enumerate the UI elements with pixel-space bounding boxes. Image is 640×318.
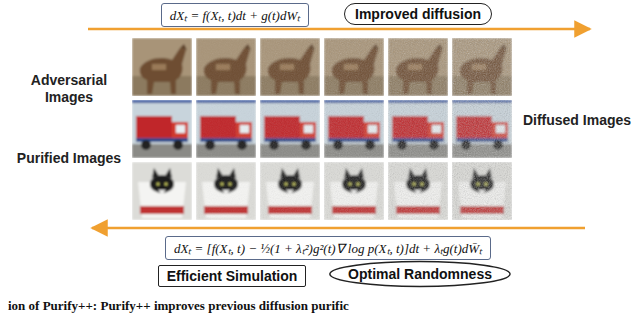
node-text: Improved diffusion [355,6,481,22]
callout-bubble: Improved diffusion [344,3,492,25]
node-text: Optimal Randomness [348,266,492,282]
figure-caption: ion of Purify++: Purify++ improves previ… [8,298,349,314]
node-text: Efficient Simulation [167,268,298,284]
equation-box: dXₜ = f(Xₜ, t)dt + g(t)dWₜ [161,3,310,27]
node-text: dXₜ = f(Xₜ, t)dt + g(t)dWₜ [170,6,301,24]
node-text: dXₜ = [f(Xₜ, t) − ½(1 + λₜ²)g²(t)∇ log p… [174,239,482,257]
forward-arrow [88,28,590,31]
equation-box: dXₜ = [f(Xₜ, t) − ½(1 + λₜ²)g²(t)∇ log p… [165,236,491,260]
row-label: Purified Images [14,150,124,167]
row-label: Diffused Images [522,112,632,129]
label-box: Efficient Simulation [158,265,307,287]
reverse-arrow [92,227,585,230]
label-ellipse: Optimal Randomness [328,261,512,287]
row-label: Adversarial Images [14,72,124,106]
